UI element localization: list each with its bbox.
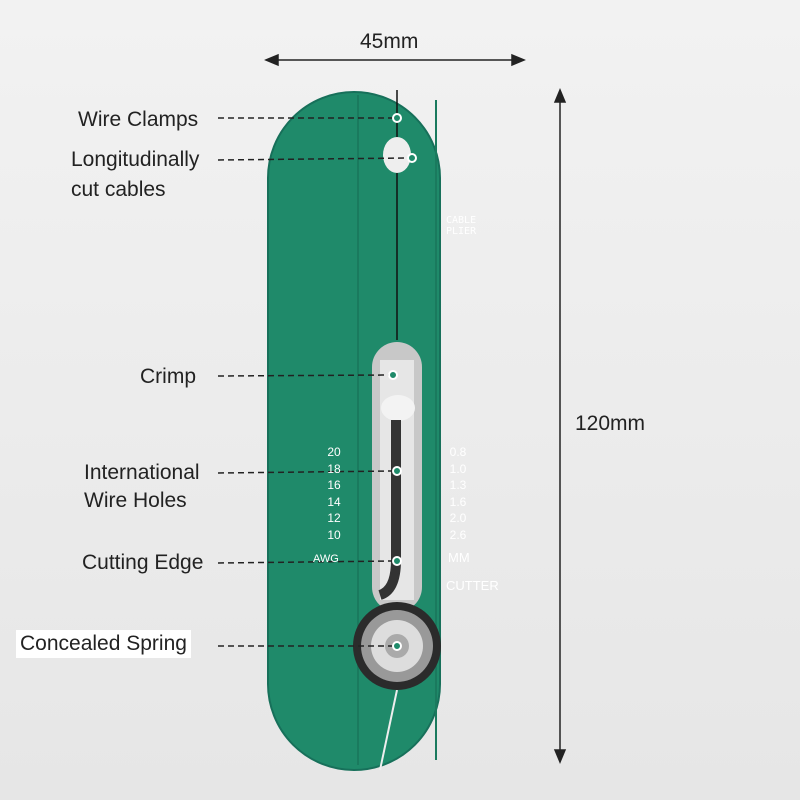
awg-value: 14 [327, 494, 341, 509]
cable-text: CABLE [446, 215, 477, 226]
label-crimp: Crimp [140, 365, 196, 388]
mm-value: 2.6 [449, 527, 467, 542]
height-arrow [553, 88, 567, 764]
awg-value: 12 [327, 511, 341, 525]
callout-lines [217, 117, 409, 647]
label-intl-1: International [84, 461, 200, 484]
mm-value: 1.0 [449, 461, 467, 476]
awg-value: 20 [327, 445, 341, 459]
label-intl-2: Wire Holes [84, 489, 187, 512]
mm-value: 2.0 [449, 511, 467, 525]
label-concealed-spring: Concealed Spring [16, 630, 191, 658]
awg-scale: 20 18 16 14 12 10 [323, 444, 345, 543]
awg-label: AWG [313, 553, 339, 565]
awg-value: 10 [327, 527, 341, 542]
callout-dots [388, 113, 417, 651]
label-wire-clamps: Wire Clamps [78, 108, 199, 131]
awg-value: 16 [327, 478, 341, 492]
mm-value: 0.8 [449, 445, 467, 459]
mm-label: MM [448, 550, 470, 565]
plier-text: PLIER [446, 226, 477, 237]
mm-value: 1.3 [449, 478, 467, 492]
label-longitudinal-1: Longitudinally [71, 148, 200, 171]
height-label: 120mm [575, 412, 646, 435]
width-arrow [264, 53, 526, 67]
label-cutting-edge: Cutting Edge [82, 551, 204, 574]
mm-scale: 0.8 1.0 1.3 1.6 2.0 2.6 [446, 444, 470, 543]
label-longitudinal-2: cut cables [71, 178, 166, 201]
awg-value: 18 [327, 461, 341, 476]
stripper-body [267, 90, 471, 771]
cable-plier-mark: CABLE PLIER [446, 215, 476, 237]
width-label: 45mm [360, 30, 419, 53]
mm-value: 1.6 [449, 494, 467, 509]
cutter-label: CUTTER [446, 578, 499, 593]
